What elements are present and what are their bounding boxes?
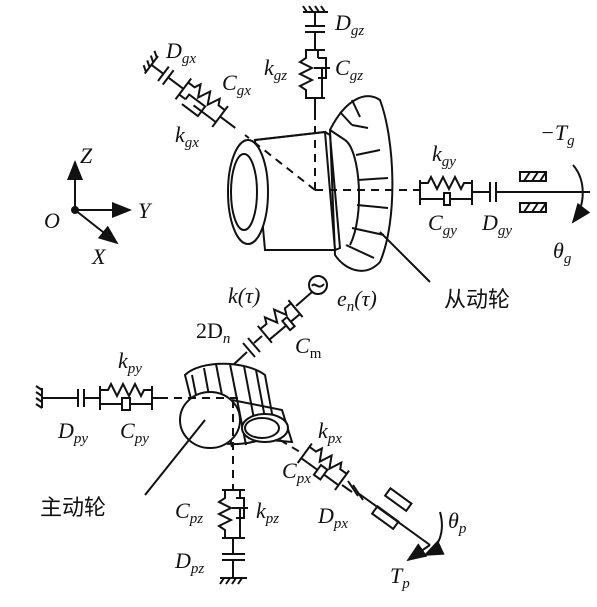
label-C-gz: Cgz xyxy=(335,55,364,84)
driving-x-support xyxy=(296,443,445,562)
py-spring xyxy=(100,381,152,399)
label-C-pz: Cpz xyxy=(175,498,204,527)
label-k-px: kpx xyxy=(318,418,342,447)
label-k-gx: kgx xyxy=(175,122,199,151)
label-D-gz: Dgz xyxy=(335,10,365,39)
x-axis-arrow xyxy=(74,209,119,245)
driving-leader xyxy=(144,419,206,496)
label-D-n: 2Dn xyxy=(196,318,231,347)
driving-y-support xyxy=(35,381,168,411)
mesh-element xyxy=(231,275,328,367)
error-source xyxy=(308,275,328,295)
driven-gear-axis xyxy=(244,110,420,191)
label-e-tau: en(τ) xyxy=(337,286,377,315)
label-driving-gear: 主动轮 xyxy=(40,496,107,521)
px-bearing-bottom xyxy=(370,504,400,531)
label-k-pz: kpz xyxy=(256,498,280,527)
label-D-px: Dpx xyxy=(318,503,349,532)
pz-damper xyxy=(232,497,248,538)
gz-spring xyxy=(297,50,315,98)
theta-p-arrow xyxy=(423,511,445,556)
label-D-py: Dpy xyxy=(58,418,89,447)
label-k-gy: kgy xyxy=(432,141,456,170)
gy-damper xyxy=(428,192,472,206)
label-theta-p: θp xyxy=(448,508,467,537)
label-driven-gear: 从动轮 xyxy=(444,288,511,313)
axis-x-label: X xyxy=(92,244,106,269)
label-C-py: Cpy xyxy=(120,418,149,447)
py-damper xyxy=(108,397,152,411)
label-D-gy: Dgy xyxy=(482,210,513,239)
axis-z-label: Z xyxy=(80,143,93,168)
axis-y-label: Y xyxy=(138,198,151,223)
label-k-tau: k(τ) xyxy=(228,283,261,308)
label-C-gy: Cgy xyxy=(428,210,457,239)
driven-leader xyxy=(379,231,431,283)
km-spring xyxy=(259,302,292,330)
label-torque-p: Tp xyxy=(390,563,410,592)
cm-damper xyxy=(274,313,301,336)
driving-gear xyxy=(179,362,294,449)
px-damper xyxy=(307,462,340,487)
Tp-arrow xyxy=(406,543,431,562)
label-k-py: kpy xyxy=(118,348,142,377)
driven-x-support xyxy=(142,50,236,129)
label-k-gz: kgz xyxy=(264,55,288,84)
driven-z-support xyxy=(297,5,330,112)
label-D-pz: Dpz xyxy=(175,548,205,577)
px-bearing-top xyxy=(383,486,413,513)
origin-dot xyxy=(71,206,79,214)
label-C-gx: Cgx xyxy=(222,70,251,99)
gz-damper xyxy=(314,57,330,98)
driven-gear xyxy=(227,95,394,272)
gx-damper xyxy=(181,93,217,123)
driving-gear-axis xyxy=(160,397,301,485)
gx-spring xyxy=(187,81,226,111)
label-theta-g: θg xyxy=(553,238,572,267)
label-torque-g: −Tg xyxy=(540,120,575,149)
px-spring xyxy=(308,446,348,475)
coordinate-axes xyxy=(67,160,132,245)
pz-spring xyxy=(216,490,234,538)
gy-spring xyxy=(420,174,472,192)
axis-origin-label: O xyxy=(44,208,60,233)
theta-g-arrow xyxy=(571,164,591,224)
label-D-gx: Dgx xyxy=(166,38,197,67)
label-C-m: Cm xyxy=(295,333,322,362)
driving-z-support xyxy=(216,485,248,585)
driven-y-support xyxy=(419,164,591,224)
label-C-px: Cpx xyxy=(282,458,311,487)
